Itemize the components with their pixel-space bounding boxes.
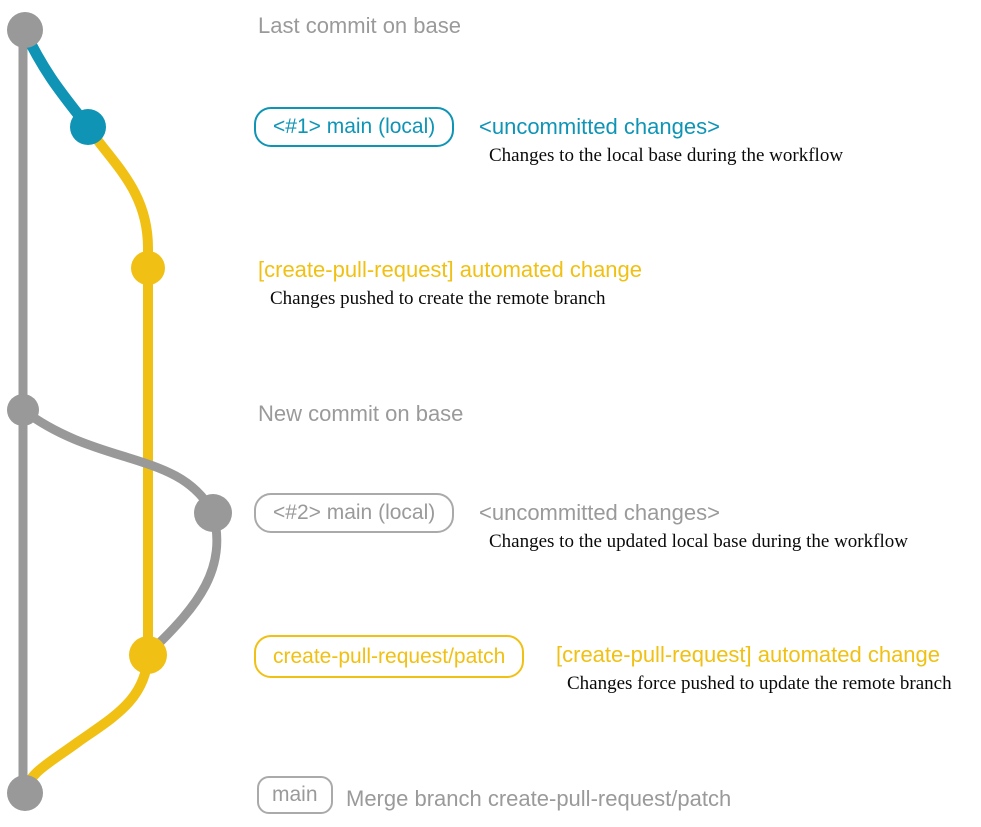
- last-commit-label: Last commit on base: [258, 13, 461, 38]
- branch-badge-main-local-2: <#2> main (local): [254, 493, 455, 533]
- commit-node-uncommitted-2: [194, 494, 232, 532]
- commit-node-automated-change-2: [129, 636, 167, 674]
- branch-badge-main-local-1: <#1> main (local): [254, 107, 455, 147]
- uncommitted-changes-label-2: <uncommitted changes>: [479, 500, 720, 525]
- merge-branch-line: [20, 650, 153, 797]
- merge-commit-label: Merge branch create-pull-request/patch: [346, 786, 732, 811]
- commit-node-merge: [7, 775, 43, 811]
- automated-change-caption-2: Changes force pushed to update the remot…: [567, 673, 952, 694]
- commit-node-automated-change-1: [131, 251, 165, 285]
- automated-change-label-2: [create-pull-request] automated change: [556, 642, 941, 667]
- automated-change-label-1: [create-pull-request] automated change: [258, 257, 643, 282]
- branch-badge-patch: create-pull-request/patch: [254, 635, 525, 678]
- uncommitted-changes-caption-2: Changes to the updated local base during…: [489, 531, 908, 552]
- updated-local-branch-line: [18, 405, 222, 655]
- uncommitted-changes-label-1: <uncommitted changes>: [479, 114, 720, 139]
- commit-node-new-base: [7, 394, 39, 426]
- branch-badge-main: main: [257, 776, 333, 814]
- remote-branch-line: [83, 122, 153, 660]
- new-commit-label: New commit on base: [258, 401, 464, 426]
- automated-change-caption-1: Changes pushed to create the remote bran…: [270, 288, 606, 309]
- commit-node-uncommitted-1: [70, 109, 106, 145]
- commit-node-last-base: [7, 12, 43, 48]
- uncommitted-changes-caption-1: Changes to the local base during the wor…: [489, 145, 844, 166]
